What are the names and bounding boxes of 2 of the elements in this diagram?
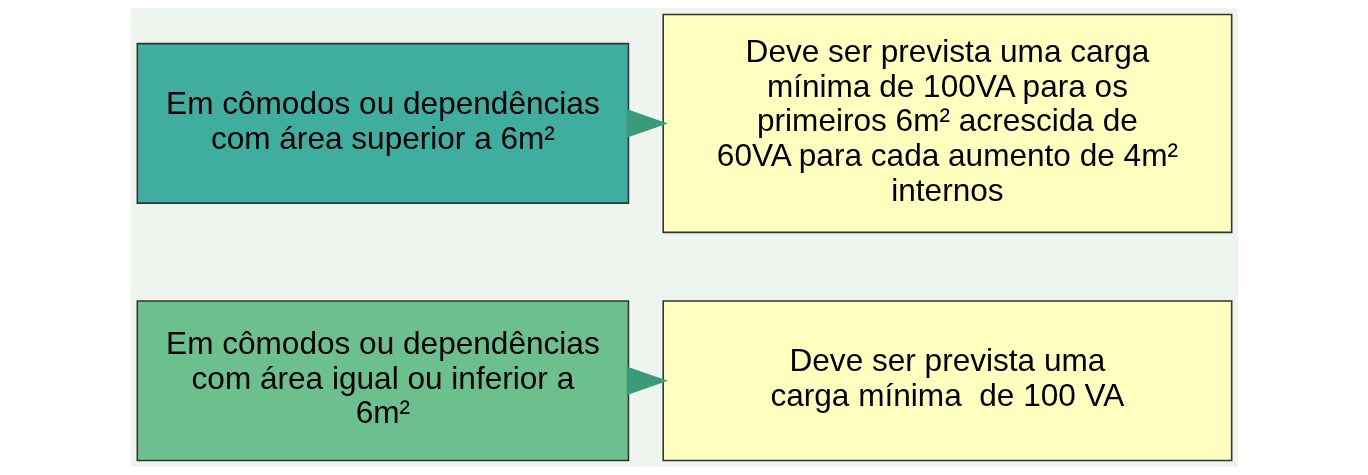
node-box: Deve ser prevista uma carga mínima de 100 VA: [661, 300, 1232, 462]
node-box: Deve ser prevista uma carga mínima de 100VA para os primeiros 6m² acrescida de 60VA para cada aumento de 4m² internos: [661, 13, 1232, 234]
